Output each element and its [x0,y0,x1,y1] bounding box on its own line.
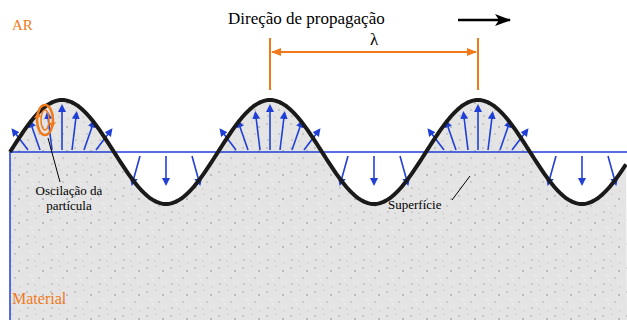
leader-line [452,176,470,200]
wavelength-symbol: λ [368,30,380,50]
surface-wave [10,100,626,204]
displacement-arrow [165,156,167,184]
displacement-arrow [280,113,285,150]
wavelength-tick [477,38,479,90]
particle-orbit [34,105,56,135]
wavelength-dimension [272,51,476,53]
displacement-arrow [292,121,302,150]
material-fill [10,100,627,320]
displacement-arrow [61,106,63,150]
region-label: AR [12,17,33,34]
displacement-arrow [500,121,510,150]
displacement-arrow [373,156,375,184]
rest-surface-line [10,151,627,153]
propagation-label: Direção de propagação [228,9,385,29]
displacement-arrow [464,113,469,150]
displacement-arrow [84,121,94,150]
wavelength-tick [269,38,271,90]
region-label: Material [12,290,66,308]
displacement-arrow [477,106,479,150]
displacement-arrow [269,106,271,150]
displacement-arrow [238,121,248,150]
displacement-arrow [256,113,261,150]
displacement-arrow [581,156,583,184]
propagation-arrow [458,19,510,22]
material-edge [9,152,11,320]
displacement-arrow [446,121,456,150]
callout-label: Superfície [388,198,441,213]
displacement-arrow [488,113,493,150]
callout-label: Oscilação da partícula [28,184,110,214]
leader-line [48,138,60,182]
displacement-arrow [72,113,77,150]
